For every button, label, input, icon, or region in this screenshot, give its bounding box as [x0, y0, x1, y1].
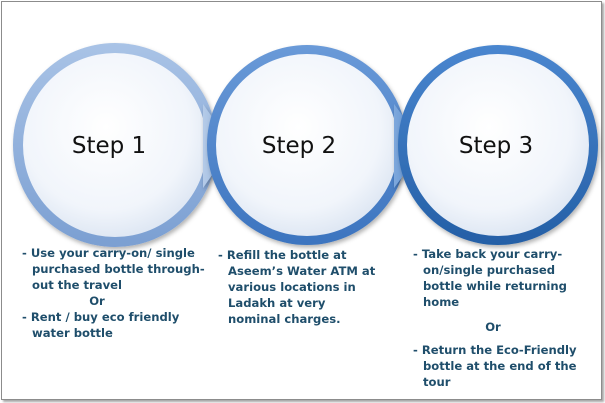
step-2-circle [207, 45, 407, 245]
step-1-circle [13, 43, 217, 247]
step-3-bullet-1: - Take back your carry-on/single purchas… [413, 247, 567, 309]
step-1-description: - Use your carry-on/ single purchased bo… [22, 245, 212, 341]
step-1-bullet-1: - Use your carry-on/ single purchased bo… [22, 246, 205, 292]
step-2-title: Step 2 [262, 133, 336, 159]
step-3-description: - Take back your carry-on/single purchas… [413, 246, 583, 390]
step-1-bullet-2: - Rent / buy eco friendly water bottle [22, 310, 180, 340]
step-3-bullet-2: - Return the Eco-Friendly bottle at the … [413, 343, 577, 389]
step-1-title: Step 1 [72, 133, 146, 159]
step-2-description: - Refill the bottle at Aseem’s Water ATM… [218, 247, 378, 327]
step-3-title: Step 3 [459, 133, 533, 159]
step-3-circle [398, 45, 598, 245]
step-1-or: Or [89, 294, 105, 308]
step-2-bullet-1: - Refill the bottle at Aseem’s Water ATM… [218, 248, 376, 326]
step-3-or: Or [485, 320, 501, 334]
